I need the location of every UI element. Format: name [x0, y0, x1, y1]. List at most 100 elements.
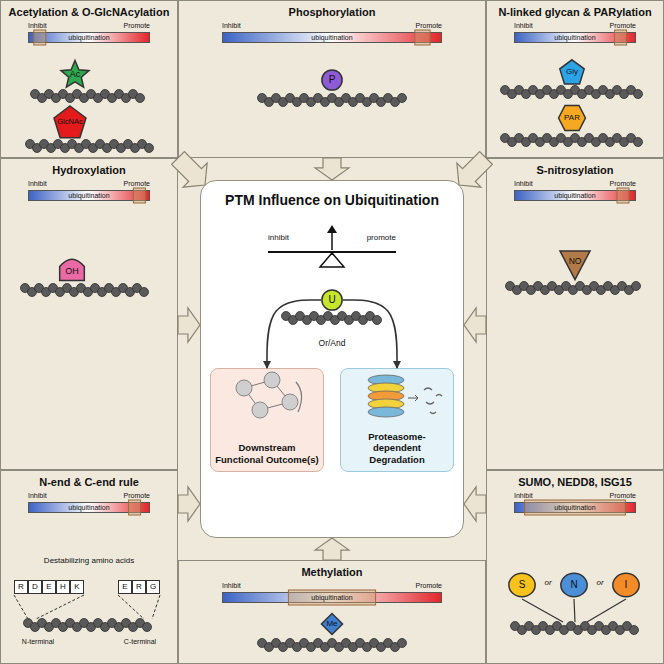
ubiquitination-scale: ubiquitination	[514, 502, 636, 513]
modification-symbol: Me	[321, 613, 343, 635]
scale-highlight	[615, 30, 627, 45]
scale-end-label: Inhibit	[514, 180, 533, 188]
protein-chain	[506, 282, 641, 295]
scale-label: ubiquitination	[554, 33, 595, 42]
protein-chain	[24, 619, 152, 632]
protein-chain	[282, 312, 382, 325]
residue-letter: E	[46, 583, 51, 591]
scale-end-label: Inhibit	[222, 22, 241, 30]
scale-highlight	[133, 188, 145, 203]
panel-title: SUMO, NEDD8, ISG15	[487, 476, 663, 489]
scale-end-label: Promote	[124, 180, 150, 188]
symbol-shape	[560, 60, 584, 84]
modification-symbol: Ac	[60, 59, 90, 89]
chain-bead	[632, 282, 641, 291]
residue-letter: K	[74, 583, 79, 591]
dashed-leader	[152, 595, 160, 619]
network-node	[236, 380, 252, 396]
chain-bead	[398, 94, 407, 103]
outcome-label: Downstream Functional Outcome(s)	[215, 442, 319, 465]
ubiquitination-scale: ubiquitination	[514, 32, 636, 43]
scale-label: ubiquitination	[68, 191, 109, 200]
symbol-label: S	[519, 580, 526, 590]
scale-end-label: Inhibit	[28, 492, 47, 500]
scale-highlight	[288, 590, 375, 605]
symbol-label: U	[328, 295, 335, 305]
residue-letter: D	[32, 583, 38, 591]
chain-bead	[634, 138, 643, 147]
dashed-leader	[36, 595, 84, 619]
protein-chain	[258, 94, 407, 107]
modification-symbol: NO	[559, 249, 591, 281]
scale-end-label: Promote	[610, 492, 636, 500]
scale-end-label: Promote	[610, 22, 636, 30]
amino-acid-box: R	[14, 580, 28, 594]
scale-end-label: Inhibit	[222, 582, 241, 590]
degradation-arrow	[408, 395, 418, 401]
influence-arrow	[172, 152, 207, 187]
symbol-shape	[61, 61, 89, 88]
amino-acid-box: H	[56, 580, 70, 594]
peptide-fragment	[426, 402, 434, 404]
balance-arrow	[331, 231, 333, 250]
panel-title: Acetylation & O-GlcNAcylation	[1, 6, 177, 19]
influence-arrow	[457, 152, 492, 187]
modification-symbol: S	[508, 571, 536, 599]
panel-title: Methylation	[179, 566, 485, 579]
panel-title: N-linked glycan & PARylation	[487, 6, 663, 19]
symbol-label: PAR	[564, 114, 580, 122]
influence-arrow	[464, 487, 486, 521]
balance-label: inhibit	[268, 234, 289, 243]
symbol-shape	[559, 105, 586, 130]
residue-letter: R	[18, 583, 24, 591]
symbol-label: Ac	[70, 70, 81, 79]
ptm-panel: S-nitrosylationubiquitinationNO	[486, 158, 664, 470]
influence-arrow	[315, 538, 349, 560]
symbol-shape	[60, 259, 85, 280]
peptide-fragment	[436, 395, 442, 397]
modification-symbol: I	[612, 571, 640, 599]
modification-symbol: Gly	[559, 59, 585, 85]
symbol-shape	[561, 573, 587, 597]
outcome-arrow	[267, 300, 321, 368]
scale-label: ubiquitination	[554, 503, 595, 512]
peptide-fragment	[424, 388, 432, 390]
amino-acid-box: D	[28, 580, 42, 594]
ptm-panel: Acetylation & O-GlcNAcylation ubiquitinat…	[0, 0, 178, 158]
symbol-label: Me	[326, 620, 337, 628]
symbol-label: P	[329, 75, 336, 85]
modification-symbol: N	[560, 571, 588, 599]
chain-bead	[373, 316, 382, 325]
ubiquitination-scale: ubiquitination	[28, 32, 150, 43]
scale-end-label: Inhibit	[514, 22, 533, 30]
outcome-box: Proteasome-dependent Degradation	[340, 368, 454, 472]
group-note: Destabilizing amino acids	[44, 557, 134, 566]
symbol-shape	[560, 251, 590, 280]
ptm-panel: SUMO, NEDD8, ISG15 ubiquitinationS NI	[486, 470, 664, 664]
outcome-label: Proteasome-dependent Degradation	[345, 431, 449, 466]
amino-acid-box: G	[146, 580, 160, 594]
ubiquitination-scale: ubiquitination	[222, 592, 442, 603]
amino-acid-box: K	[70, 580, 84, 594]
scale-highlight	[129, 500, 141, 515]
chain-bead	[630, 626, 639, 635]
panel-illustration	[200, 180, 462, 536]
chain-bead	[136, 94, 145, 103]
symbol-shape	[509, 573, 535, 597]
modification-symbol: U	[321, 289, 343, 311]
influence-arrow	[315, 158, 349, 180]
ubiquitination-scale: ubiquitination	[28, 502, 150, 513]
influence-arrow	[178, 487, 200, 521]
modification-symbol: PAR	[558, 104, 586, 132]
network-node	[282, 394, 298, 410]
terminus-label: N-terminal	[22, 638, 54, 646]
ubiquitination-scale: ubiquitination	[28, 190, 150, 201]
scale-end-label: Inhibit	[28, 22, 47, 30]
symbol-label: NO	[569, 257, 582, 266]
symbol-shape	[322, 70, 342, 90]
residue-letter: H	[60, 583, 66, 591]
network-arrow	[296, 382, 302, 412]
center-panel: PTM Influence on UbiquitinationUDownstre…	[200, 180, 464, 538]
influence-arrow	[464, 308, 486, 342]
scale-end-label: Promote	[416, 22, 442, 30]
